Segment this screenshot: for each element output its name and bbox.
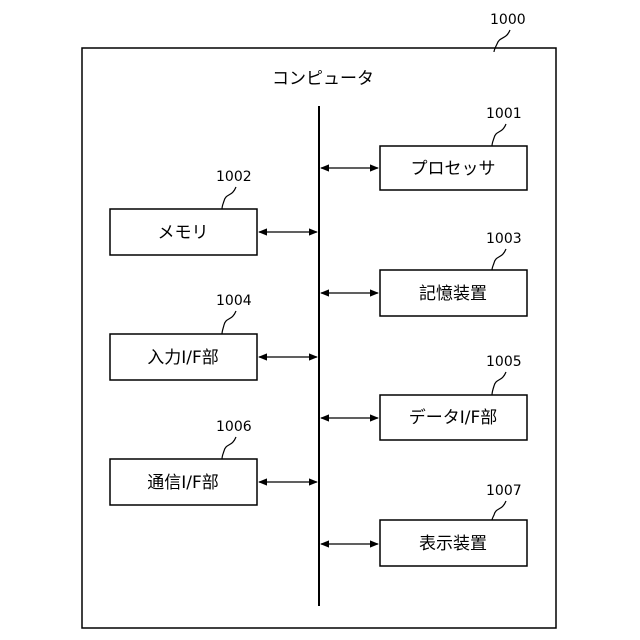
memory-ref-number: 1002 (216, 169, 252, 185)
input-if-leader-line (222, 311, 236, 334)
comm-if-leader-line (222, 437, 236, 459)
memory-label: メモリ (158, 223, 209, 243)
display-leader-line (492, 501, 506, 520)
data-if-ref-number: 1005 (486, 354, 522, 370)
memory-leader-line (222, 187, 236, 209)
comm-if-ref-number: 1006 (216, 419, 252, 435)
computer-ref-number: 1000 (490, 12, 526, 28)
display-ref-number: 1007 (486, 483, 522, 499)
processor-label: プロセッサ (411, 159, 496, 179)
storage-leader-line (492, 249, 506, 270)
processor-ref-number: 1001 (486, 106, 522, 122)
input-if-ref-number: 1004 (216, 293, 252, 309)
display-label: 表示装置 (419, 534, 487, 554)
comm-if-label: 通信I/F部 (147, 473, 219, 493)
processor-leader-line (492, 124, 506, 146)
input-if-label: 入力I/F部 (147, 348, 219, 368)
data-if-label: データI/F部 (409, 407, 498, 428)
storage-ref-number: 1003 (486, 231, 522, 247)
data-if-leader-line (492, 372, 506, 395)
computer-title: コンピュータ (272, 69, 374, 89)
storage-label: 記憶装置 (419, 284, 487, 304)
